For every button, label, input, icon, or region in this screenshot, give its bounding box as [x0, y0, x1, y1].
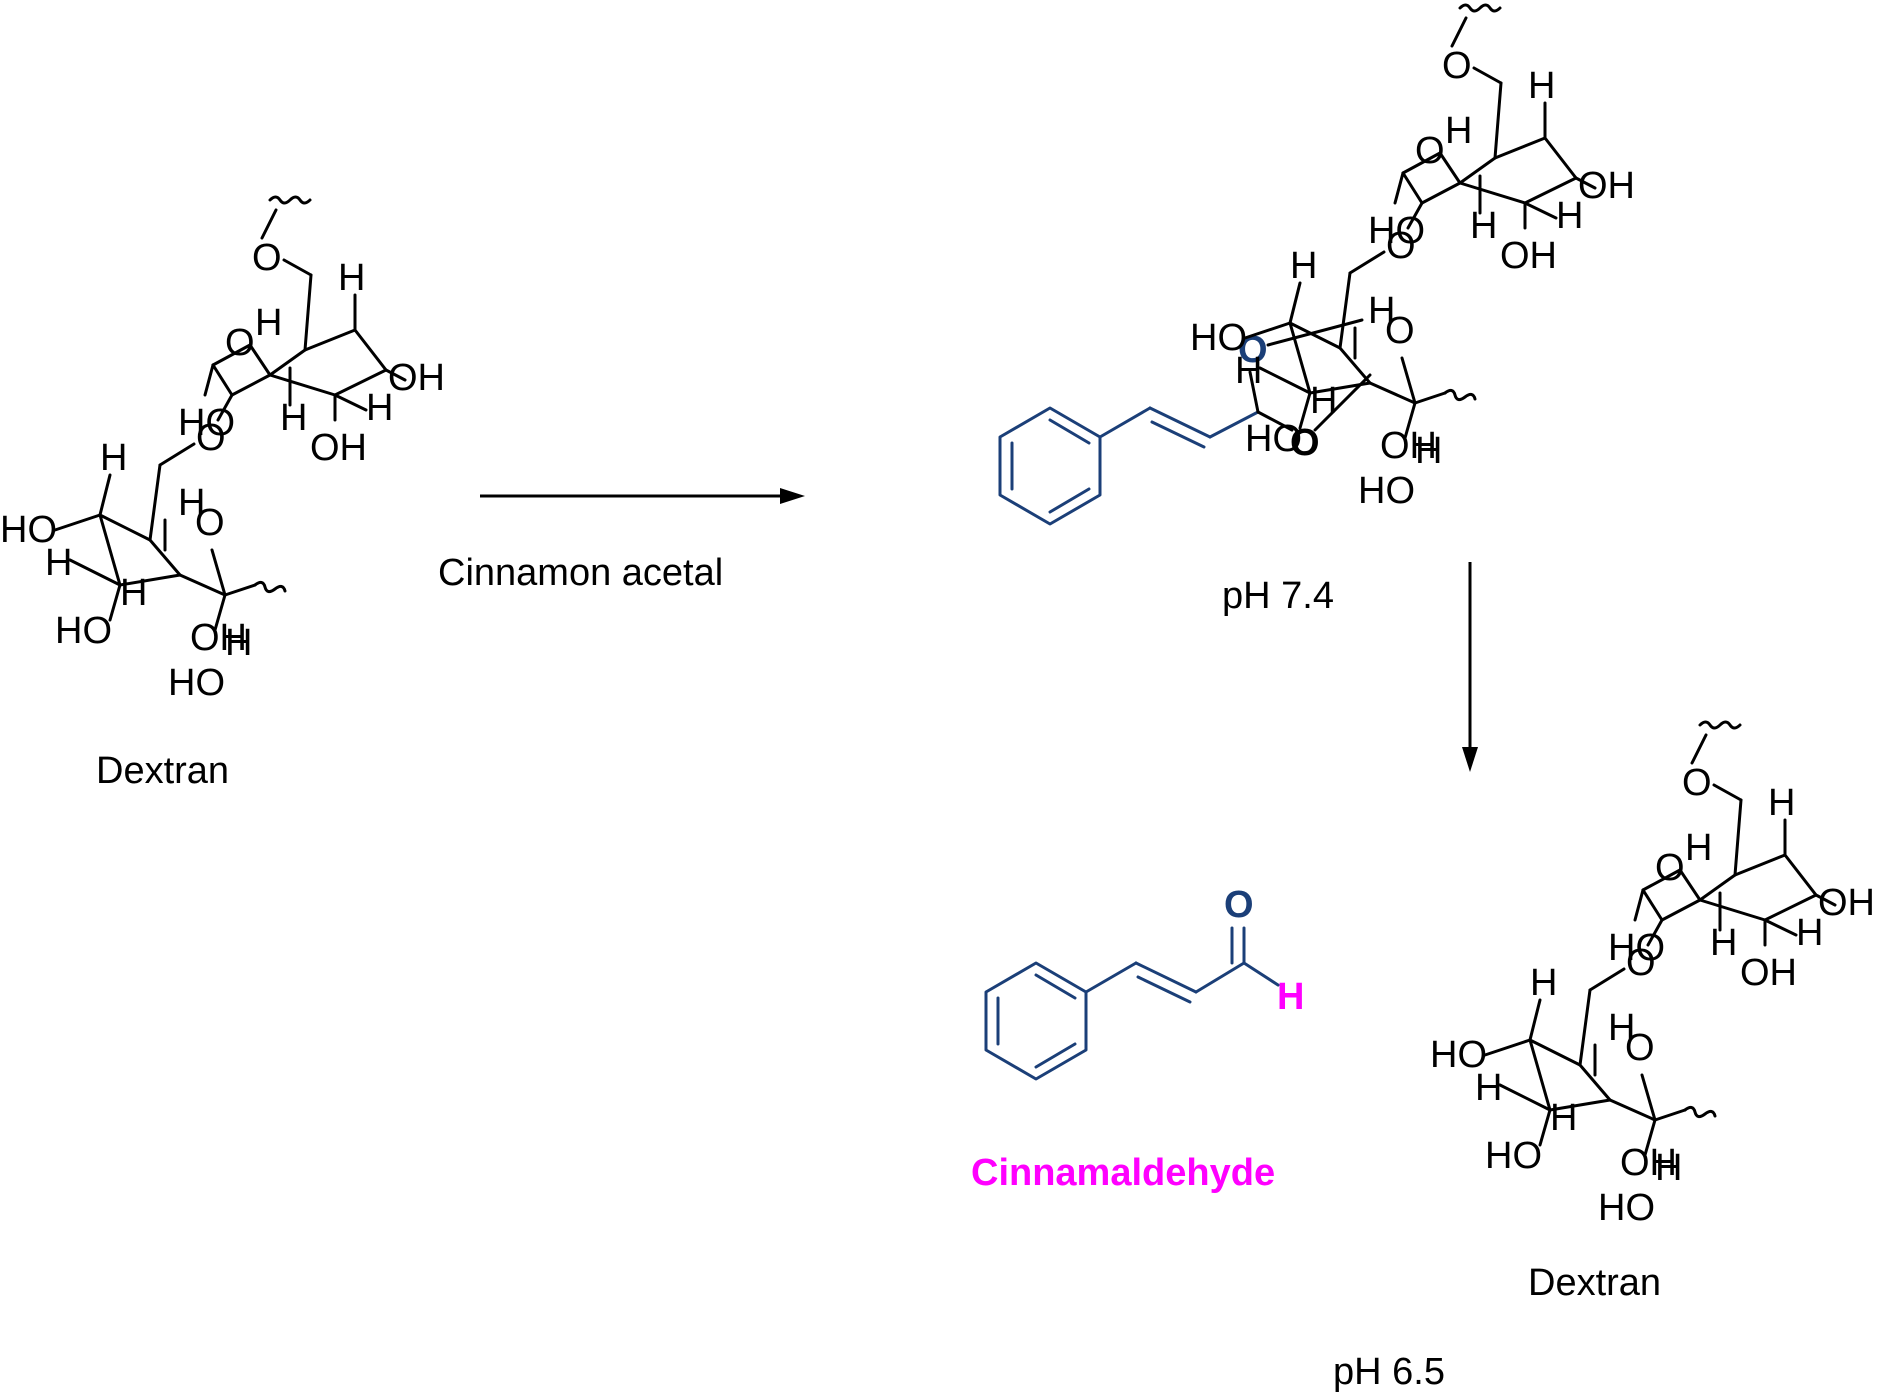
dextran-start-structure: [0, 195, 447, 706]
aldehyde-hydrogen: H: [1277, 976, 1304, 1018]
acetal-product-structure: O O: [998, 318, 1372, 526]
ph-release-label: pH 6.5: [1333, 1351, 1445, 1393]
benzene-ring-top: [998, 406, 1102, 526]
dextran-end-structure: [1428, 720, 1877, 1231]
dextran-acetal-structure: [1188, 3, 1637, 514]
reagent-label: Cinnamon acetal: [438, 552, 723, 594]
reaction-arrow-acetalization: [480, 488, 805, 504]
ph-acetal-label: pH 7.4: [1222, 575, 1334, 617]
aldehyde-oxygen: O: [1224, 884, 1254, 926]
dextran-end-label: Dextran: [1528, 1262, 1661, 1304]
reaction-arrow-hydrolysis: [1462, 562, 1478, 772]
cinnamaldehyde-label: Cinnamaldehyde: [971, 1152, 1275, 1194]
dextran-start-label: Dextran: [96, 750, 229, 792]
cinnamaldehyde-structure: O H: [984, 884, 1304, 1081]
